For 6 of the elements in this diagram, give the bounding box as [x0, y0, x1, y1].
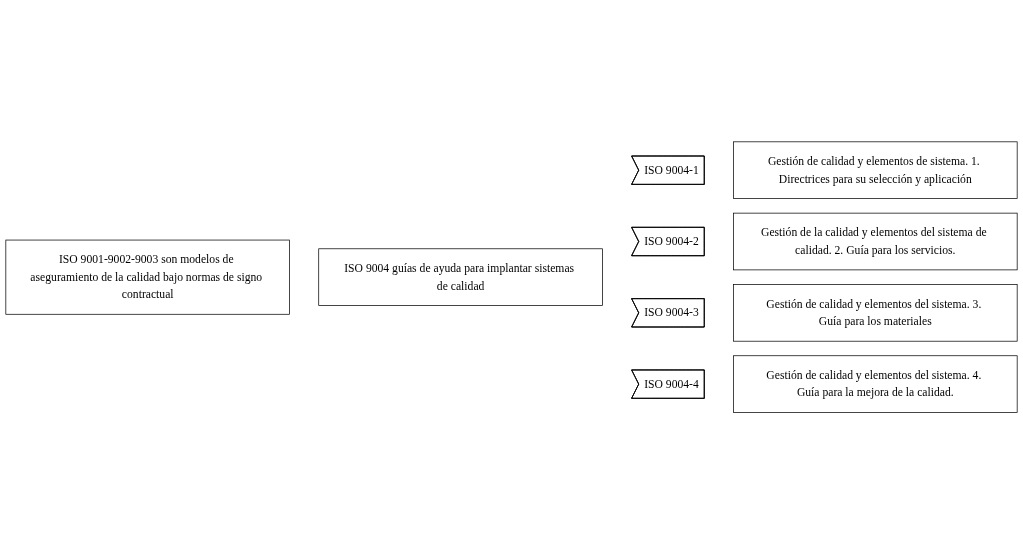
node-box: ISO 9004 guías de ayuda para implantar sistemas de calidad: [318, 248, 603, 306]
node-box: Gestión de la calidad y elementos del sistema de calidad. 2. Guía para los servicios.: [733, 212, 1018, 271]
node-box: ISO 9001-9002-9003 son modelos de aseguramiento de la calidad bajo normas de signo contractual: [5, 239, 290, 315]
node-box: Gestión de calidad y elementos del sistema. 4. Guía para la mejora de la calidad.: [733, 355, 1018, 413]
node-box: Gestión de calidad y elementos del sistema. 3. Guía para los materiales: [733, 283, 1018, 342]
node-box: Gestión de calidad y elementos de sistema. 1. Directrices para su selección y aplicación: [733, 141, 1018, 199]
